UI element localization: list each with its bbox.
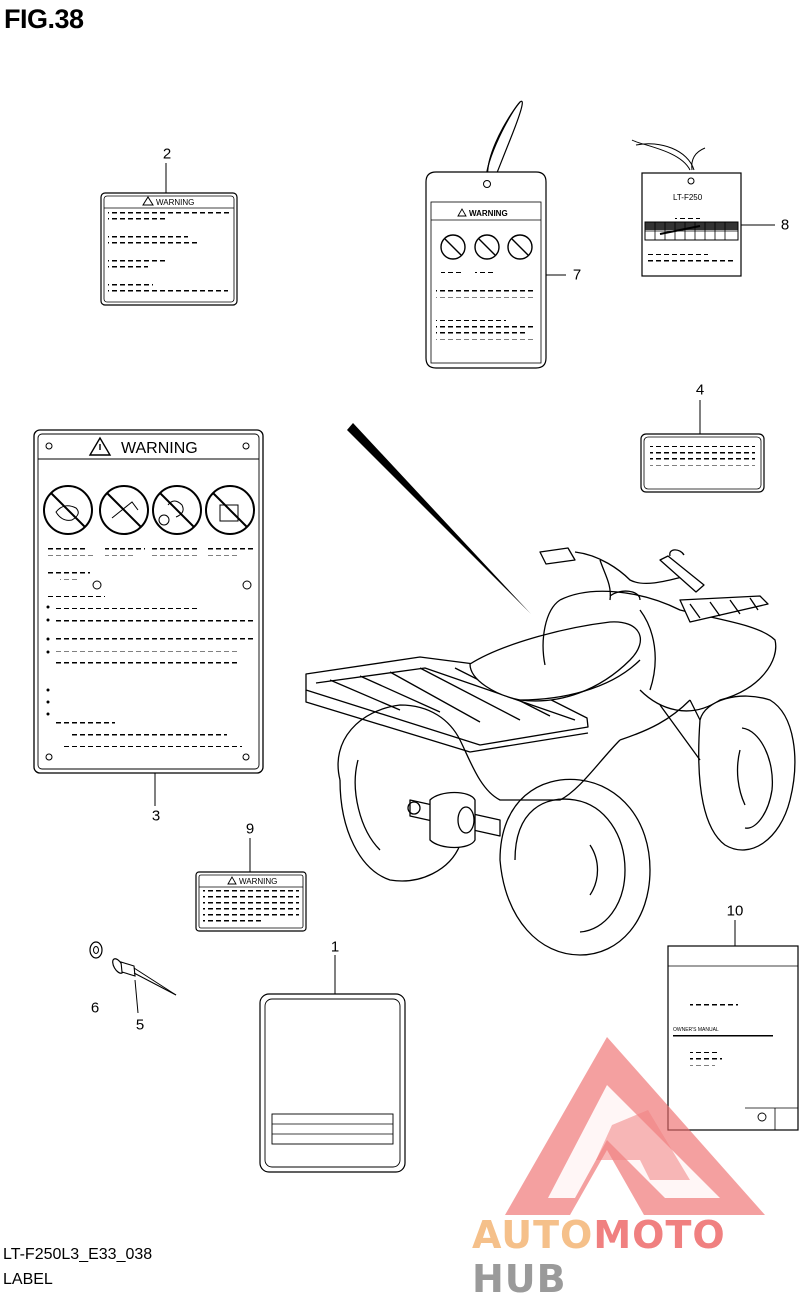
prohibition-icons [43, 485, 255, 535]
part-6-washer [89, 941, 103, 959]
watermark-part-auto: AUTO [472, 1213, 594, 1257]
label-7-hang-tag: WARNING [425, 100, 566, 369]
watermark-part-moto: MOTO [593, 1213, 726, 1257]
brand-emblem-icon [757, 1112, 767, 1122]
figure-title: FIG.38 [4, 4, 84, 34]
label-2-warning-sticker: WARNING [100, 163, 238, 306]
label-2-warning-text: WARNING [156, 198, 194, 207]
prohibition-icons [440, 234, 533, 260]
label-8-model-text: LT-F250 [673, 193, 703, 202]
part-5-rivet [112, 958, 177, 1014]
callout-6: 6 [90, 999, 100, 1017]
callout-9: 9 [245, 820, 255, 838]
warning-triangle-icon [142, 196, 154, 206]
warning-triangle-icon [457, 208, 467, 217]
manual-title-text: OWNER'S MANUAL [673, 1027, 719, 1033]
watermark-logo-icon [505, 1037, 765, 1215]
pointer-arrow [347, 423, 531, 614]
warning-triangle-icon [227, 876, 237, 885]
figure-caption: LABEL [3, 1271, 53, 1288]
label-3-large-warning: WARNING [33, 429, 264, 806]
callout-10: 10 [726, 902, 744, 920]
label-7-warning-text: WARNING [469, 209, 508, 218]
callout-7: 7 [572, 266, 582, 284]
figure-code: LT-F250L3_E33_038 [3, 1246, 153, 1263]
atv-vehicle-drawing [305, 547, 796, 956]
label-8-model-tag: LT-F250 [631, 139, 775, 277]
callout-3: 3 [151, 807, 161, 825]
label-4-sticker [640, 400, 765, 493]
callout-1: 1 [330, 938, 340, 956]
part-10-owners-manual: OWNER'S MANUAL [667, 920, 799, 1131]
watermark-text: AUTOMOTO HUB [472, 1213, 800, 1301]
watermark-part-hub: HUB [472, 1257, 567, 1301]
callout-4: 4 [695, 381, 705, 399]
label-9-warning-sticker: WARNING [195, 838, 307, 932]
callout-8: 8 [780, 216, 790, 234]
label-1-sticker [259, 955, 406, 1173]
warning-triangle-icon [88, 436, 112, 456]
label-9-warning-text: WARNING [239, 877, 277, 886]
label-3-warning-text: WARNING [121, 440, 198, 457]
callout-5: 5 [135, 1016, 145, 1034]
callout-2: 2 [162, 145, 172, 163]
